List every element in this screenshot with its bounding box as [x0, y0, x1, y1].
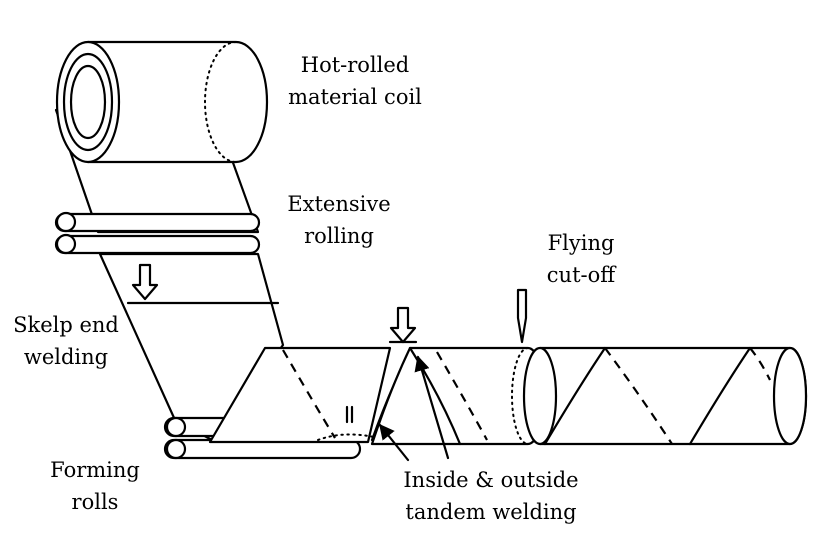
tandem-label-line1: Inside & outside: [403, 468, 578, 492]
rolling-label-line2: rolling: [304, 224, 374, 248]
tandem-label-line2: tandem welding: [405, 500, 576, 524]
pipe-segment-cut: [522, 346, 808, 446]
weld-spot: [317, 405, 379, 441]
outside-weld-arrow: [389, 306, 417, 344]
coil-label-line2: material coil: [288, 85, 422, 109]
forming-label-line1: Forming: [50, 458, 140, 482]
skelp-label-line2: welding: [24, 345, 108, 369]
pipe-segment-welded: [370, 346, 546, 446]
material-coil: [55, 40, 269, 164]
cut-line: [511, 347, 529, 445]
forming-label-line2: rolls: [72, 490, 119, 514]
coil-label-line1: Hot-rolled: [301, 53, 409, 77]
cutoff-label-line1: Flying: [548, 231, 615, 255]
skelp-weld-arrow: [131, 263, 159, 301]
rolling-label-line1: Extensive: [287, 192, 390, 216]
skelp-label-line1: Skelp end: [13, 313, 119, 337]
cutoff-tool: [516, 288, 528, 344]
tandem-leader-2: [414, 355, 450, 460]
cutoff-label-line2: cut-off: [547, 263, 617, 287]
tandem-leader-1: [378, 423, 410, 462]
forming-trough: [208, 346, 392, 444]
